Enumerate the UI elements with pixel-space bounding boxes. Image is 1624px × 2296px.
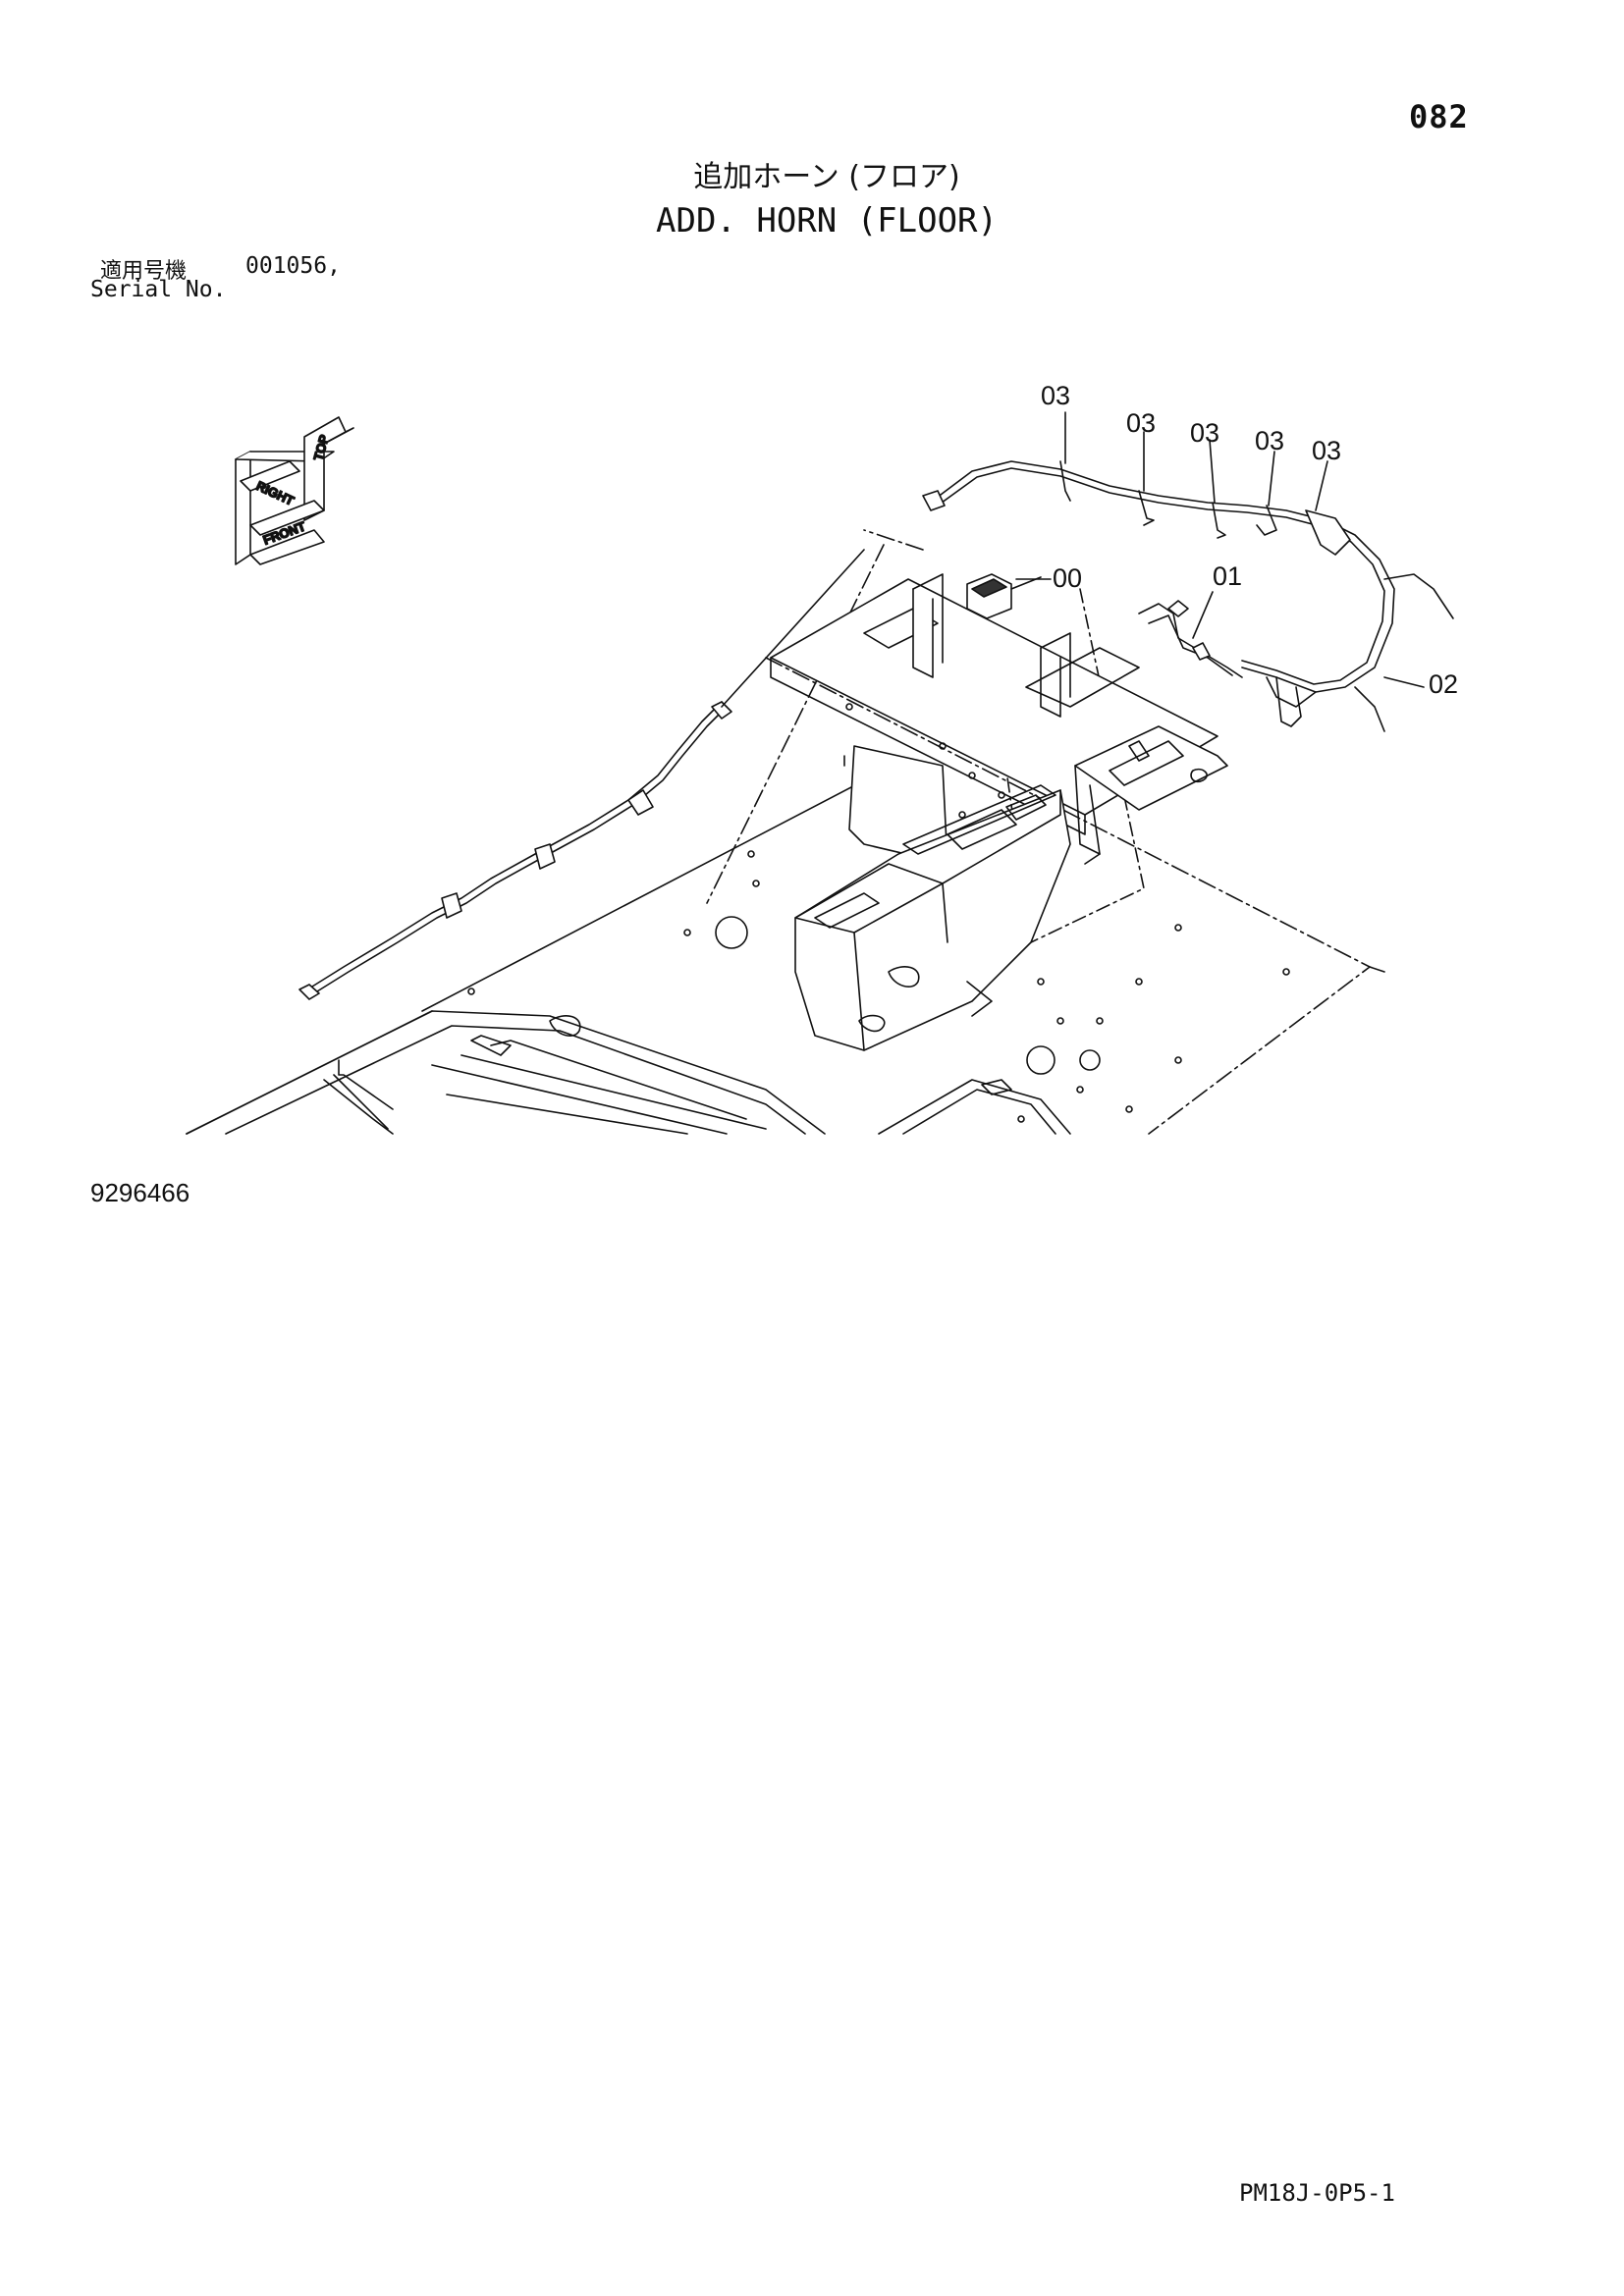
console-box (794, 745, 1071, 1051)
document-code: PM18J-0P5-1 (1239, 2179, 1395, 2207)
callout-00: 00 (1053, 563, 1082, 593)
callout-03: 03 (1126, 408, 1156, 438)
mount-brackets (912, 573, 1228, 865)
serial-label-english: Serial No. (90, 277, 227, 302)
callout-03: 03 (1190, 418, 1219, 448)
page-number: 082 (1409, 98, 1469, 135)
harness-left (298, 549, 865, 1000)
drawing-number: 9296466 (90, 1178, 190, 1207)
callout-03: 03 (1041, 381, 1070, 410)
callout-03: 03 (1312, 436, 1341, 465)
floor-plate (186, 578, 1385, 1135)
serial-label-japanese: 適用号機 (100, 259, 188, 284)
title-japanese: 追加ホーン (フロア) (693, 160, 960, 194)
orientation-right-label: RIGHT (254, 478, 297, 508)
harness-bracket (1138, 600, 1243, 678)
serial-value: 001056, (245, 253, 341, 279)
leader-lines (1015, 411, 1425, 688)
harness-upper (922, 460, 1454, 732)
floor-mat (186, 1010, 1071, 1135)
orientation-indicator: TOP RIGHT FRONT (235, 416, 354, 565)
title-english: ADD. HORN (FLOOR) (656, 201, 998, 240)
callout-03: 03 (1255, 426, 1284, 455)
callout-02: 02 (1429, 669, 1458, 699)
callout-01: 01 (1213, 561, 1242, 591)
horn-switch (966, 573, 1042, 619)
